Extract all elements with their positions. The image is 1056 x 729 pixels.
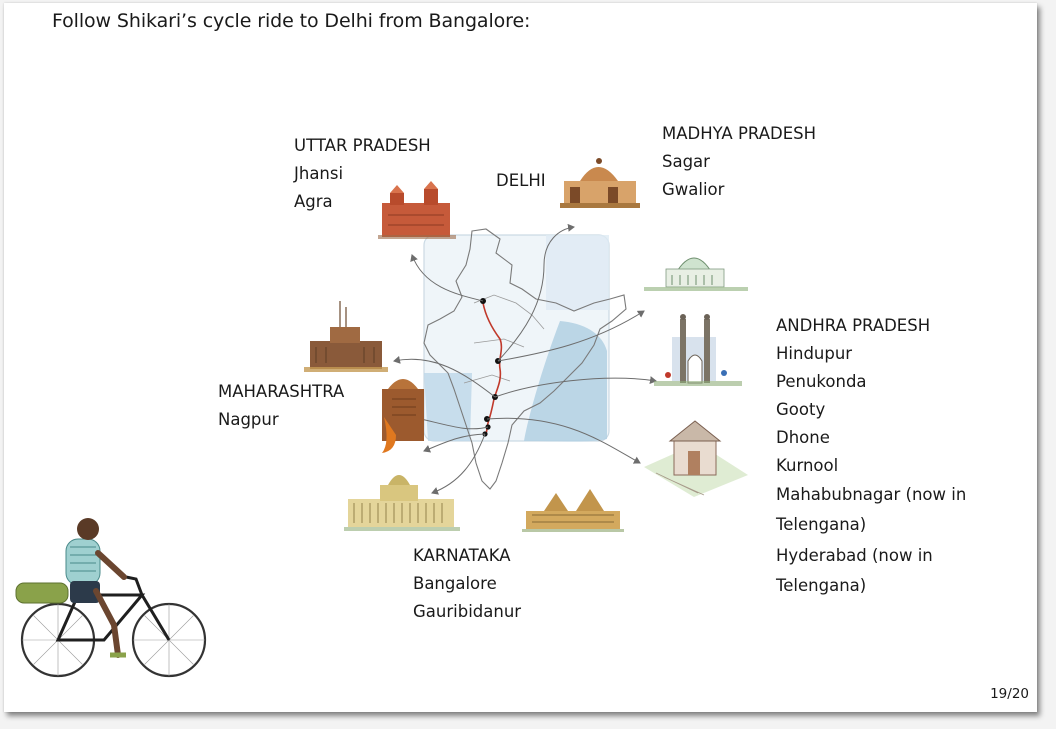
city-label: Telengana) [776, 515, 867, 534]
state-label: ANDHRA PRADESH [776, 316, 931, 335]
ganesha-idol-icon [382, 379, 424, 453]
city-label: Nagpur [218, 410, 279, 429]
region-maharashtra: MAHARASHTRA Nagpur [218, 378, 344, 434]
state-label: DELHI [496, 171, 546, 190]
city-label: Mahabubnagar (now in [776, 485, 967, 504]
city-label: Agra [294, 192, 333, 211]
gwalior-palace-icon [644, 257, 748, 291]
agra-fort-icon [378, 181, 456, 239]
city-label: Penukonda [776, 372, 867, 391]
kurnool-temple-icon [644, 420, 748, 497]
page-number: 19/20 [990, 686, 1029, 702]
city-label: Hyderabad (now in [776, 546, 933, 565]
cyclist-icon [15, 518, 207, 678]
slide-page: Follow Shikari’s cycle ride to Delhi fro… [4, 3, 1037, 712]
charminar-icon [654, 314, 742, 386]
state-label: MAHARASHTRA [218, 382, 345, 401]
city-label: Sagar [662, 152, 710, 171]
city-label: Hindupur [776, 344, 853, 363]
state-label: KARNATAKA [413, 546, 511, 565]
india-map-outline [423, 228, 627, 490]
city-label: Gooty [776, 400, 826, 419]
city-label: Bangalore [413, 574, 497, 593]
region-andhra-pradesh: ANDHRA PRADESH Hindupur Penukonda Gooty … [776, 312, 966, 600]
map-watercolor-background [423, 234, 610, 442]
delhi-monument-icon [560, 158, 640, 208]
city-label: Telengana) [776, 576, 867, 595]
vidhana-soudha-icon [344, 475, 460, 531]
region-madhya-pradesh: MADHYA PRADESH Sagar Gwalior [662, 120, 816, 204]
route-map-illustration [15, 158, 748, 678]
city-label: Gwalior [662, 180, 725, 199]
city-label: Gauribidanur [413, 602, 522, 621]
city-label: Jhansi [294, 164, 344, 183]
karnataka-temple-icon [522, 489, 624, 532]
state-label: MADHYA PRADESH [662, 124, 817, 143]
state-label: UTTAR PRADESH [294, 136, 431, 155]
city-label: Dhone [776, 428, 830, 447]
city-label: Kurnool [776, 456, 839, 475]
region-karnataka: KARNATAKA Bangalore Gauribidanur [413, 542, 521, 626]
pointer-arrows [393, 223, 657, 495]
region-uttar-pradesh: UTTAR PRADESH Jhansi Agra [294, 132, 431, 216]
region-delhi: DELHI [496, 167, 546, 195]
page-title: Follow Shikari’s cycle ride to Delhi fro… [52, 10, 531, 32]
nagpur-building-icon [304, 301, 388, 372]
